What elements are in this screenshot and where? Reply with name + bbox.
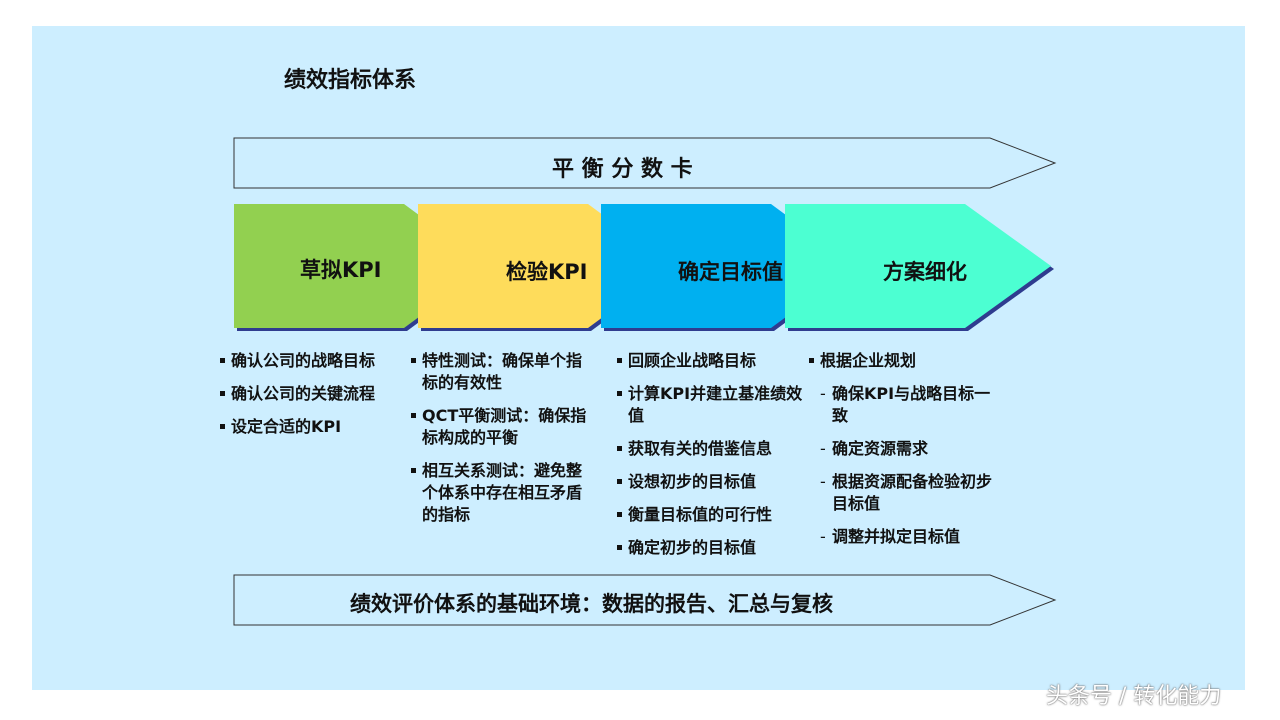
- sub-list-item: 根据资源配备检验初步目标值: [808, 471, 1000, 515]
- list-item: 设想初步的目标值: [616, 471, 808, 493]
- list-item: 确认公司的战略目标: [219, 350, 411, 372]
- sub-list-item: 调整并拟定目标值: [808, 526, 1000, 548]
- watermark: 头条号 / 转化能力: [1046, 684, 1222, 709]
- list-item: 获取有关的借鉴信息: [616, 438, 808, 460]
- column-check: 特性测试：确保单个指标的有效性 QCT平衡测试：确保指标构成的平衡相互关系测试：避…: [410, 350, 594, 537]
- list-item: 特性测试：确保单个指标的有效性: [410, 350, 594, 394]
- column-target: 回顾企业战略目标计算KPI并建立基准绩效值获取有关的借鉴信息设想初步的目标值衡量…: [616, 350, 808, 570]
- list-item: 设定合适的KPI: [219, 416, 411, 438]
- bottom-arrow-label: 绩效评价体系的基础环境：数据的报告、汇总与复核: [350, 592, 833, 616]
- stage-label-1: 草拟KPI: [300, 258, 382, 282]
- list-item: 衡量目标值的可行性: [616, 504, 808, 526]
- stage-label-4: 方案细化: [883, 260, 967, 284]
- page-title: 绩效指标体系: [284, 68, 417, 93]
- column-draft: 确认公司的战略目标确认公司的关键流程设定合适的KPI: [219, 350, 411, 449]
- bottom-arrow-shape: [233, 574, 1057, 626]
- stage-chevron-4: [785, 204, 1051, 328]
- sub-list-item: 确定资源需求: [808, 438, 1000, 460]
- stage-label-3: 确定目标值: [678, 260, 783, 284]
- list-item: 回顾企业战略目标: [616, 350, 808, 372]
- list-item: 相互关系测试：避免整个体系中存在相互矛盾的指标: [410, 460, 594, 526]
- list-item: 确定初步的目标值: [616, 537, 808, 559]
- list-item: QCT平衡测试：确保指标构成的平衡: [410, 405, 594, 449]
- list-item: 计算KPI并建立基准绩效值: [616, 383, 808, 427]
- stage-label-2: 检验KPI: [506, 260, 588, 284]
- top-arrow-shape: [233, 137, 1057, 189]
- column-refine: 根据企业规划确保KPI与战略目标一致确定资源需求根据资源配备检验初步目标值调整并…: [808, 350, 1000, 559]
- sub-list-item: 确保KPI与战略目标一致: [808, 383, 1000, 427]
- top-arrow-label: 平 衡 分 数 卡: [552, 157, 693, 182]
- list-item: 确认公司的关键流程: [219, 383, 411, 405]
- list-item: 根据企业规划: [808, 350, 1000, 372]
